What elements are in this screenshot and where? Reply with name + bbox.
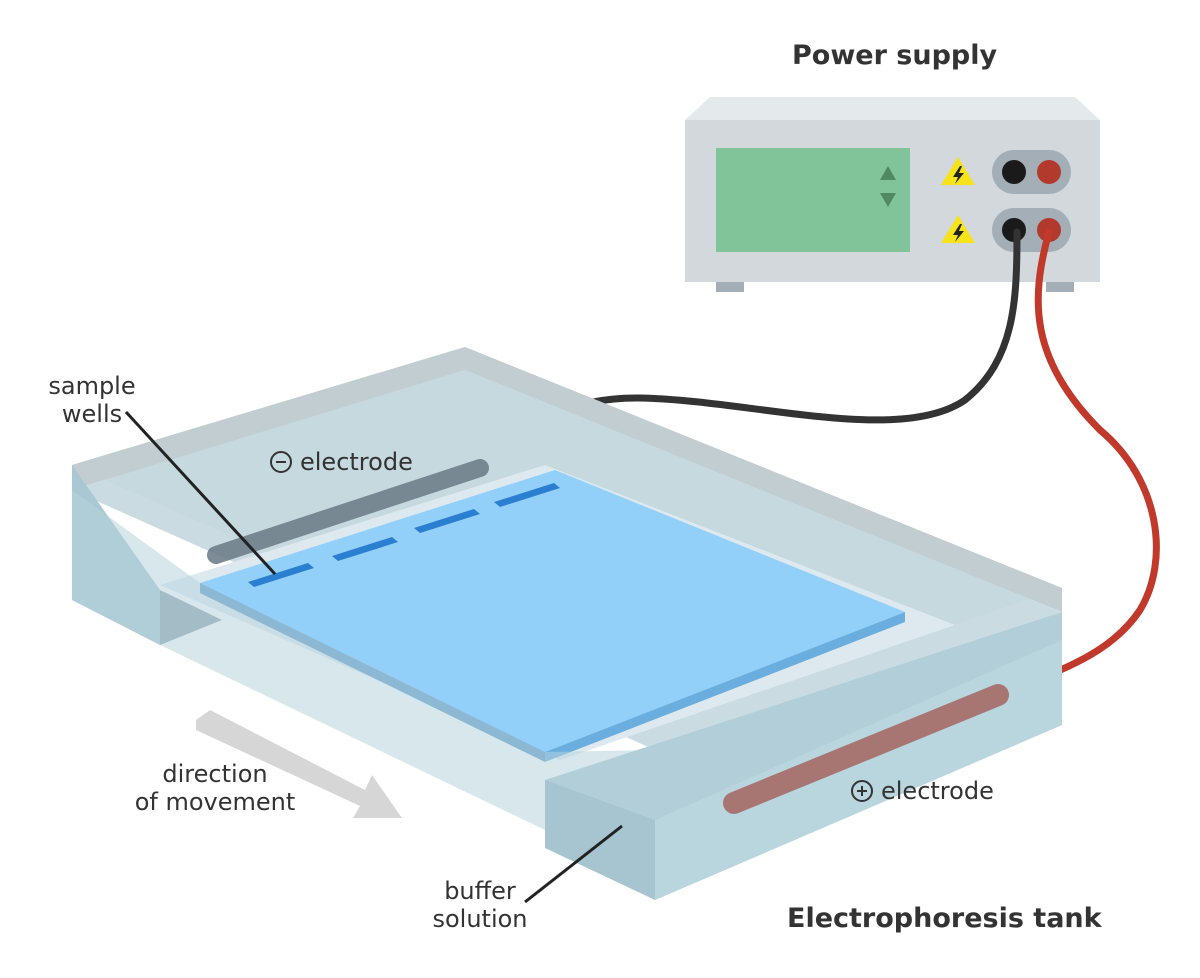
positive-terminal-top[interactable] [1037,160,1061,184]
sample-wells-label-line1: sample [48,372,136,400]
tank-title: Electrophoresis tank [787,903,1102,934]
direction-label-line1: direction [162,760,268,788]
negative-terminal-top[interactable] [1002,160,1026,184]
buffer-solution-label: buffer solution [418,877,542,933]
arrow-icon [196,710,402,818]
power-supply-top [685,97,1100,120]
sample-wells-pointer [124,410,277,576]
gel-slab-side-edge [545,612,905,762]
sample-well [494,483,560,507]
positive-wire [996,228,1160,699]
tank-back-wall-right [465,347,1062,612]
display-screen [716,148,910,252]
up-arrow-icon[interactable] [880,166,896,180]
plus-circle-icon [851,780,873,802]
positive-electrode-text: electrode [881,777,994,805]
sample-well [332,537,398,561]
negative-electrode [207,459,489,564]
sample-wells-label: sample wells [32,372,152,428]
buffer-solution-label-line1: buffer [444,877,516,905]
tank-right-end-front [545,780,655,900]
positive-electrode [723,684,1009,814]
warning-icon [941,215,975,243]
positive-electrode-label: electrode [851,777,994,805]
sample-wells-label-line2: wells [61,400,123,428]
gel-slab [200,470,905,752]
electrophoresis-tank [72,347,1062,900]
negative-electrode-label: electrode [270,448,413,476]
buffer-solution-label-line2: solution [432,905,528,933]
buffer-solution-pointer [524,824,623,904]
power-supply [685,97,1100,292]
down-arrow-icon[interactable] [880,193,896,207]
tank-back-wall-left [72,347,465,490]
warning-icon [941,157,975,185]
minus-circle-icon [270,451,292,473]
sample-well [248,563,314,587]
sample-well [414,509,480,533]
power-supply-foot-left [716,282,744,292]
direction-label: direction of movement [110,760,320,816]
power-supply-title: Power supply [792,40,998,71]
direction-label-line2: of movement [134,788,296,816]
tank-front-wall [72,490,655,880]
negative-electrode-text: electrode [300,448,413,476]
power-supply-foot-right [1046,282,1074,292]
